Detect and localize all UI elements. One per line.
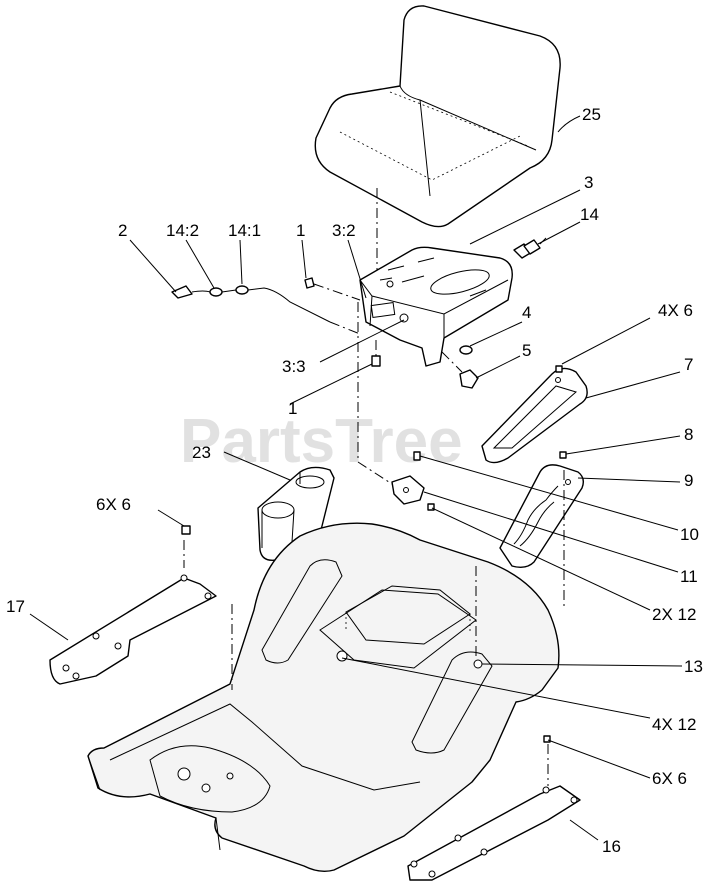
seat-cushion-part [314, 5, 561, 228]
callout-23: 23 [192, 443, 211, 462]
screw-1-lower [371, 340, 381, 367]
screw-6x6-left-part [181, 525, 191, 535]
left-floor-plate-17-part [49, 574, 217, 685]
callout-1-upper: 1 [296, 221, 305, 240]
callout-16: 16 [602, 837, 621, 856]
knob-5-part [459, 369, 479, 389]
callout-8: 8 [684, 425, 693, 444]
callout-11: 11 [680, 567, 698, 586]
callout-6x6-right: 6X 6 [652, 769, 687, 788]
leader-lines [29, 115, 683, 841]
screw-1-upper [304, 277, 361, 301]
callout-7: 7 [684, 355, 693, 374]
cover-plate-7-part [481, 367, 588, 464]
callout-14-2: 14:2 [166, 221, 199, 240]
callout-4x12: 4X 12 [652, 715, 696, 734]
seat-switch-part [513, 237, 547, 259]
callout-3: 3 [584, 173, 593, 192]
callout-17: 17 [6, 597, 25, 616]
callout-4: 4 [522, 303, 531, 322]
callout-2: 2 [118, 221, 127, 240]
seat-pan-part [359, 246, 513, 367]
callout-14-1: 14:1 [228, 221, 261, 240]
callout-25: 25 [582, 105, 601, 124]
right-floor-plate-16-part [407, 785, 581, 881]
bolt-10-part [413, 451, 421, 461]
washer-4-part [459, 345, 473, 355]
callout-13: 13 [684, 657, 703, 676]
screw-4x6-part [555, 365, 563, 373]
callout-9: 9 [684, 471, 693, 490]
hinge-align-line [357, 302, 393, 485]
callout-10: 10 [680, 525, 699, 544]
callout-2x12: 2X 12 [652, 605, 696, 624]
screw-2x12-part [427, 503, 435, 511]
seat-harness-part [171, 285, 361, 335]
callout-14: 14 [580, 205, 599, 224]
callout-3-3: 3:3 [282, 357, 306, 376]
knob-axis-line [441, 351, 463, 373]
callout-3-2: 3:2 [332, 221, 356, 240]
lever-plate-9-part [499, 464, 585, 569]
callout-4x6: 4X 6 [658, 301, 693, 320]
watermark-text: PartsTree [180, 407, 463, 476]
screw-6x6-right-part [543, 735, 551, 743]
hinge-bracket-11-part [391, 475, 425, 505]
callout-labels: 25 3 14 2 14:2 14:1 1 3:2 4X 6 4 5 3:3 1… [6, 105, 703, 856]
callout-6x6-left: 6X 6 [96, 495, 131, 514]
callout-5: 5 [522, 341, 531, 360]
callout-1-lower: 1 [288, 399, 297, 418]
fender-deck-13-part [87, 522, 560, 873]
screw-8-part [559, 451, 567, 459]
